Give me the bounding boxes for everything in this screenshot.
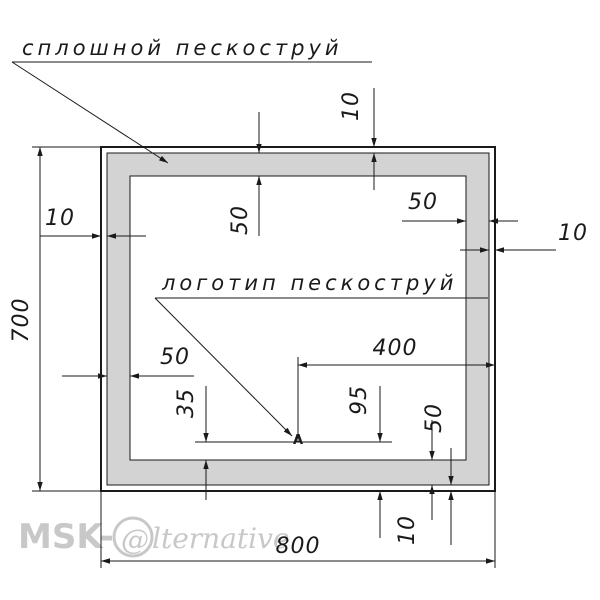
- note-solid-sandblast: сплошной пескоструй: [11, 36, 372, 164]
- logo-marker-group: A: [195, 433, 392, 448]
- dim-top-margin-label: 10: [339, 91, 364, 121]
- dim-bottom-band-label: 50: [422, 403, 447, 433]
- extension-lines: [32, 146, 496, 568]
- watermark-at: @: [121, 523, 149, 556]
- dimension-logo-height-left: 35: [174, 386, 209, 500]
- dimension-width: 800: [101, 534, 495, 564]
- dimension-logo-offset: 400: [297, 336, 495, 440]
- sandblast-band: [106, 152, 490, 486]
- dimension-right-band: 50: [402, 190, 518, 224]
- dim-height-label: 700: [9, 298, 34, 343]
- dimension-left-band: 50: [62, 345, 194, 379]
- dim-logo-offset-label: 400: [373, 336, 418, 361]
- dim-logo-height-right-label: 95: [347, 385, 372, 415]
- logo-marker: A: [293, 433, 303, 448]
- note-solid-sandblast-label: сплошной пескоструй: [22, 36, 343, 60]
- dimension-logo-height-right: 95: [347, 385, 383, 538]
- note-logo-sandblast: логотип пескоструй: [154, 271, 488, 437]
- dimension-right-margin: 10: [460, 221, 588, 253]
- dimension-top-margin: 10: [339, 88, 377, 190]
- watermark: MSK- @ lternative: [18, 516, 289, 558]
- dimension-bottom-margin: 10: [395, 448, 454, 545]
- watermark-circle: [112, 516, 154, 558]
- watermark-suffix: lternative: [152, 522, 289, 555]
- dim-left-margin-label: 10: [45, 206, 75, 231]
- note-logo-sandblast-label: логотип пескоструй: [161, 271, 457, 295]
- dimension-bottom-band: 50: [422, 403, 447, 520]
- dimension-left-margin: 10: [40, 206, 146, 239]
- dim-width-label: 800: [276, 534, 321, 559]
- dim-left-band-label: 50: [160, 345, 190, 370]
- dim-right-margin-label: 10: [558, 221, 588, 246]
- dim-logo-height-left-label: 35: [174, 388, 199, 418]
- watermark-prefix: MSK-: [18, 517, 114, 557]
- dim-right-band-label: 50: [408, 190, 438, 215]
- dim-bottom-margin-label: 10: [395, 515, 420, 545]
- mirror-frame: [100, 146, 496, 492]
- dimension-top-band: 50: [228, 112, 262, 236]
- dim-top-band-label: 50: [228, 205, 253, 235]
- dimension-height: 700: [9, 147, 43, 491]
- mirror-outer-edge: [100, 146, 496, 492]
